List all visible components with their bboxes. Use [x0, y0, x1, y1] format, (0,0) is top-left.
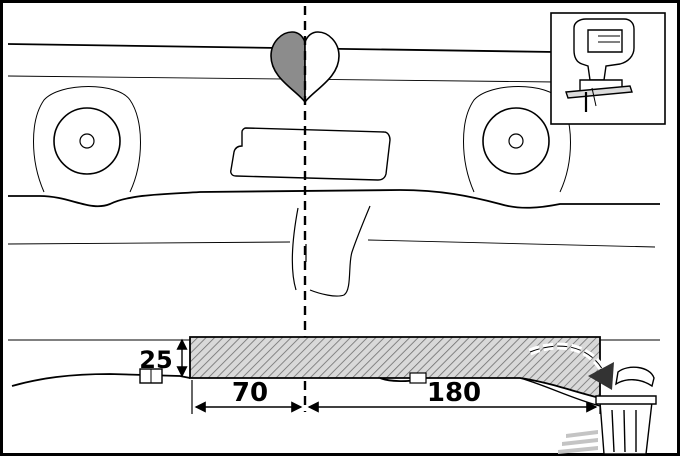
- mounting-clip-right: [409, 372, 427, 384]
- disposal-arrow: [528, 342, 614, 390]
- height-dimension-label: 25: [139, 346, 172, 374]
- right-width-label: 180: [427, 378, 481, 408]
- jigsaw-inset: [550, 12, 666, 125]
- right-wheel: [463, 86, 571, 193]
- accent-stripes: [558, 430, 598, 454]
- vehicle-rear-view: [7, 43, 661, 297]
- height-dimension: 25: [139, 338, 188, 378]
- left-width-label: 70: [232, 378, 268, 408]
- bumper-edge: [8, 189, 660, 209]
- width-dimensions: 70 180: [191, 378, 601, 414]
- left-wheel: [33, 86, 141, 193]
- license-plate-recess: [230, 127, 391, 181]
- jigsaw-icon: [565, 18, 635, 112]
- trash-can-icon: [595, 366, 657, 455]
- heart-icon: [270, 31, 340, 105]
